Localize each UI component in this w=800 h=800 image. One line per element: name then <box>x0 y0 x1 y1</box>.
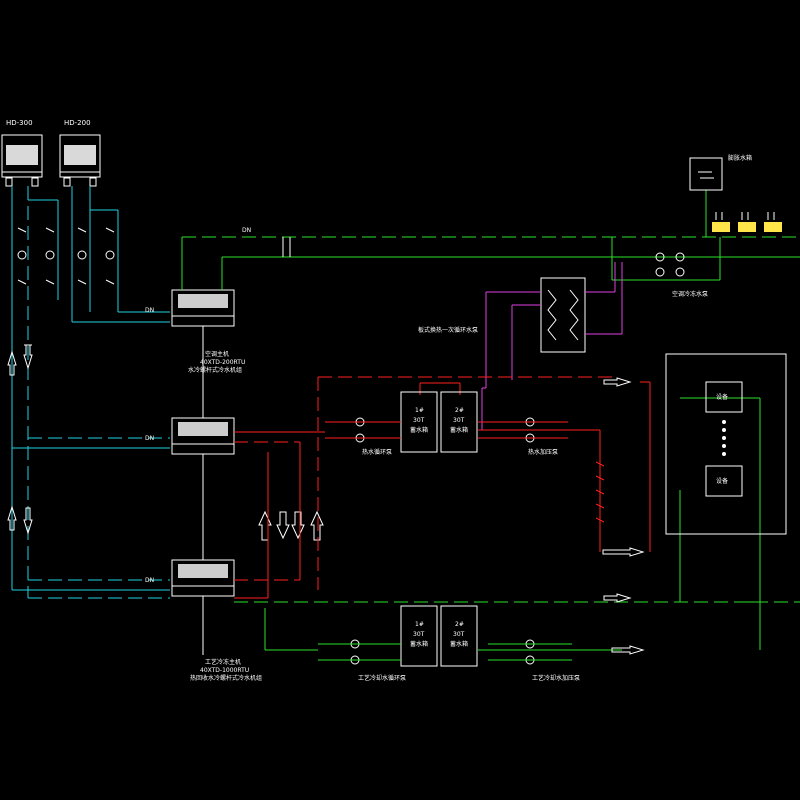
chilled-water-lines <box>181 190 800 290</box>
tower-1-label: HD-300 <box>6 119 33 127</box>
proc-circ-label: 工艺冷却水循环泵 <box>358 674 406 682</box>
chiller-proc-name: 工艺冷冻主机 <box>205 658 241 666</box>
hot-tank-2: 2# 30T 蓄水箱 <box>440 391 478 453</box>
hot-tank-1-cap: 30T <box>413 417 425 424</box>
proc-boost-label: 工艺冷却水加压泵 <box>532 674 580 682</box>
chiller-ac-name: 空调主机 <box>205 350 229 358</box>
cooling-tower-2: HD-200 <box>59 119 101 187</box>
proc-circ-pumps: 工艺冷却水循环泵 <box>318 639 406 682</box>
hot-water-lines <box>234 376 651 599</box>
hot-circ-pumps: 热水循环泵 <box>325 417 401 456</box>
pipe-tag: DN <box>145 577 154 584</box>
equipment-top-label: 设备 <box>716 393 728 401</box>
chiller-ac-type: 水冷螺杆式冷水机组 <box>188 366 242 374</box>
arrow-proc-out <box>611 645 645 655</box>
proc-tank-2-no: 2# <box>455 621 464 628</box>
expansion-tank: 膨胀水箱 <box>689 154 752 191</box>
hot-boost-pumps: 热水加压泵 <box>478 417 568 456</box>
hot-tank-1: 1# 30T 蓄水箱 <box>400 391 438 453</box>
process-water-lines <box>234 397 800 651</box>
hot-tank-2-no: 2# <box>455 407 464 414</box>
chiller-process-bottom: 工艺冷冻主机 40XTD-1000RTU 热回收水冷螺杆式冷水机组 <box>171 559 262 682</box>
proc-tank-2-cap: 30T <box>453 631 465 638</box>
equipment-room: 设备 设备 <box>665 353 787 535</box>
arrow-proc-return <box>603 593 632 603</box>
hot-tank-1-no: 1# <box>415 407 424 414</box>
pipe-tag: DN <box>145 307 154 314</box>
process-tank-1: 1# 30T 蓄水箱 <box>400 605 438 667</box>
proc-tank-1-type: 蓄水箱 <box>410 640 428 648</box>
proc-tank-1-cap: 30T <box>413 631 425 638</box>
proc-tank-1-no: 1# <box>415 621 424 628</box>
chiller-ac: 空调主机 40XTD-200RTU 水冷螺杆式冷水机组 <box>171 289 245 374</box>
arrow-hot-return <box>603 377 632 387</box>
hot-boost-label: 热水加压泵 <box>528 448 558 456</box>
ac-pump-label: 空调冷冻水泵 <box>672 290 708 298</box>
hx-label: 板式换热一次循环水泵 <box>418 326 478 334</box>
tower-pump-group <box>17 227 115 285</box>
hot-circ-label: 热水循环泵 <box>362 448 392 456</box>
chiller-process-mid <box>171 417 235 455</box>
hot-tank-1-type: 蓄水箱 <box>410 426 428 434</box>
equipment-bottom-label: 设备 <box>716 477 728 485</box>
cooling-tower-1: HD-300 <box>1 119 43 187</box>
pipe-tag: DN <box>145 435 154 442</box>
proc-boost-pumps: 工艺冷却水加压泵 <box>488 639 580 682</box>
chiller-proc-type: 热回收水冷螺杆式冷水机组 <box>190 674 262 682</box>
hot-tank-2-cap: 30T <box>453 417 465 424</box>
tower-2-label: HD-200 <box>64 119 91 127</box>
pipe-tags: DN DN DN DN <box>145 227 251 584</box>
expansion-tank-label: 膨胀水箱 <box>728 154 752 162</box>
arrow-hot-out <box>602 547 645 557</box>
plate-heat-exchanger <box>540 277 586 353</box>
hx-loop-lines: 板式换热一次循环水泵 <box>418 262 623 430</box>
pipe-tag: DN <box>242 227 251 234</box>
proc-tank-2-type: 蓄水箱 <box>450 640 468 648</box>
ac-pump-group: 空调冷冻水泵 <box>655 252 708 298</box>
chiller-ac-model: 40XTD-200RTU <box>200 359 245 366</box>
hot-tank-2-type: 蓄水箱 <box>450 426 468 434</box>
cooling-water-lines <box>11 186 170 599</box>
valve-column <box>595 461 605 523</box>
process-tank-2: 2# 30T 蓄水箱 <box>440 605 478 667</box>
chiller-proc-model: 40XTD-1000RTU <box>200 667 249 674</box>
fan-coil-units <box>712 212 782 232</box>
